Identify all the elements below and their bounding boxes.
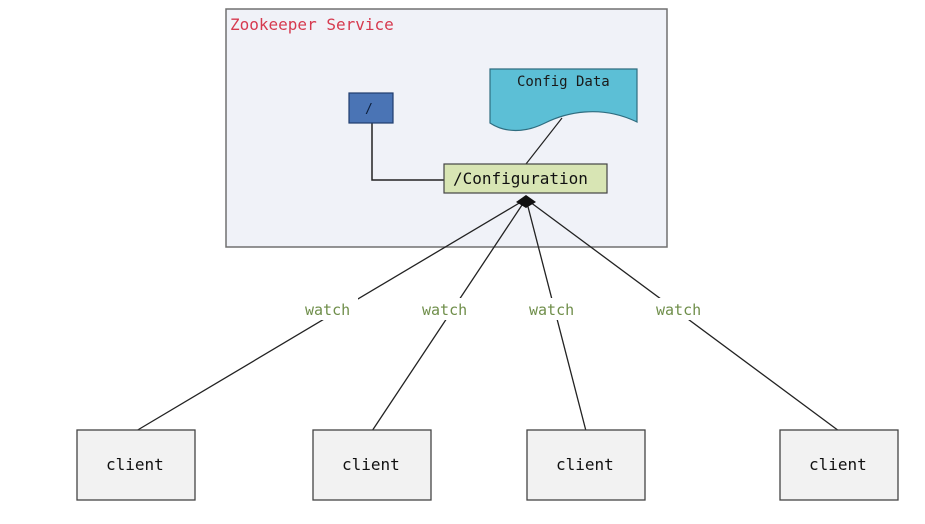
zookeeper-service-box xyxy=(225,8,668,248)
configuration-node xyxy=(443,163,608,194)
configuration-node-label: /Configuration xyxy=(453,169,588,188)
client-box-1 xyxy=(76,429,196,501)
watch-arrowhead xyxy=(516,195,536,208)
watch-label-2: watch xyxy=(422,301,467,319)
config-data-label: Config Data xyxy=(517,74,610,90)
client-box-2 xyxy=(312,429,432,501)
client-label-3: client xyxy=(556,455,614,474)
client-label-2: client xyxy=(342,455,400,474)
root-to-config-connector xyxy=(371,123,444,181)
config-data-document xyxy=(489,68,638,132)
client-label-1: client xyxy=(106,455,164,474)
client-box-3 xyxy=(526,429,646,501)
service-title: Zookeeper Service xyxy=(230,15,394,34)
watch-label-4: watch xyxy=(656,301,701,319)
root-node xyxy=(348,92,394,124)
client-label-4: client xyxy=(809,455,867,474)
config-data-connector xyxy=(525,117,563,165)
root-node-label: / xyxy=(365,102,373,117)
watch-label-1: watch xyxy=(305,301,350,319)
watch-label-3: watch xyxy=(529,301,574,319)
client-box-4 xyxy=(779,429,899,501)
